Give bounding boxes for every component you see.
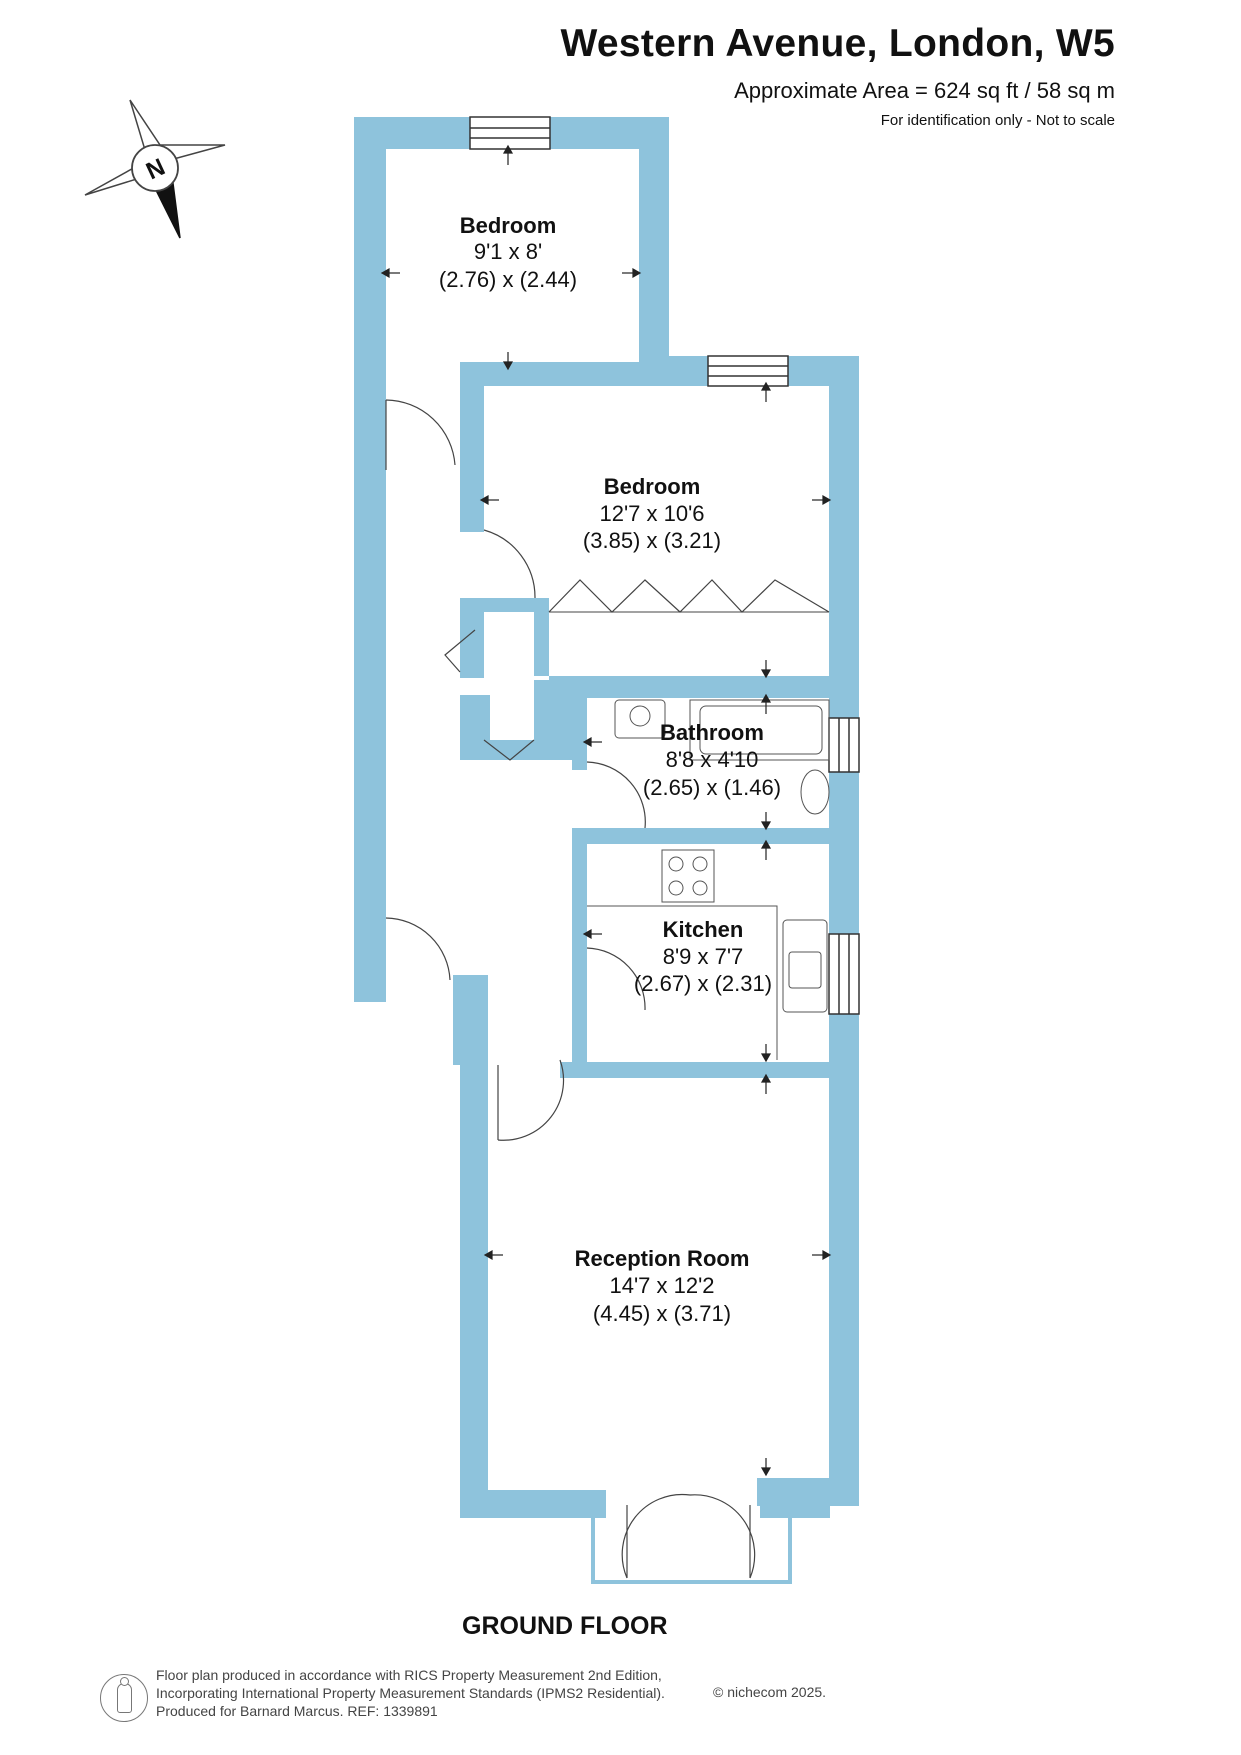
room-bedroom-1: Bedroom 9'1 x 8' (2.76) x (2.44) [439,213,577,292]
sink-icon [782,919,828,1013]
room-metric: (2.67) x (2.31) [634,971,772,996]
basin-icon [614,699,666,739]
room-reception: Reception Room 14'7 x 12'2 (4.45) x (3.7… [575,1246,750,1326]
room-bathroom: Bathroom 8'8 x 4'10 (2.65) x (1.46) [643,720,781,800]
bath-icon [689,699,830,761]
room-imperial: 14'7 x 12'2 [609,1273,714,1298]
room-name: Bathroom [660,720,764,745]
room-metric: (4.45) x (3.71) [593,1301,731,1326]
footer-line-2: Incorporating International Property Mea… [156,1685,665,1701]
doors [385,399,756,1579]
footer-line-1: Floor plan produced in accordance with R… [156,1667,662,1683]
room-metric: (2.76) x (2.44) [439,267,577,292]
plan-header: Western Avenue, London, W5 Approximate A… [560,22,1115,129]
floor-label: GROUND FLOOR [462,1612,668,1640]
toilet-icon [800,769,830,815]
footer-line-3: Produced for Barnard Marcus. REF: 133989… [156,1703,438,1719]
room-imperial: 9'1 x 8' [474,239,542,264]
room-bedroom-2: Bedroom 12'7 x 10'6 (3.85) x (3.21) [583,474,721,553]
dimension-arrows [380,144,832,1477]
bathroom-fixtures [614,699,830,815]
room-metric: (3.85) x (3.21) [583,528,721,553]
room-imperial: 8'9 x 7'7 [663,944,744,969]
room-name: Bedroom [460,213,557,238]
copyright-text: © nichecom 2025. [713,1684,827,1700]
footer-disclaimer: Floor plan produced in accordance with R… [156,1666,665,1720]
room-metric: (2.65) x (1.46) [643,775,781,800]
room-imperial: 12'7 x 10'6 [599,501,704,526]
hob-icon [661,849,715,903]
windows [469,116,860,1015]
room-name: Kitchen [663,917,744,942]
room-name: Reception Room [575,1246,750,1271]
walls [354,117,859,1518]
wardrobe-doors [548,579,830,613]
kitchen-fixtures [587,849,828,1060]
north-compass-icon: N [84,99,226,239]
room-kitchen: Kitchen 8'9 x 7'7 (2.67) x (2.31) [634,917,772,996]
bay-window-outline [591,1505,792,1584]
person-logo-icon [100,1674,148,1722]
identification-note: For identification only - Not to scale [880,112,1115,129]
plan-footer: Floor plan produced in accordance with R… [100,1666,900,1736]
room-name: Bedroom [604,474,701,499]
property-title: Western Avenue, London, W5 [560,22,1115,65]
approximate-area: Approximate Area = 624 sq ft / 58 sq m [734,78,1115,103]
room-imperial: 8'8 x 4'10 [666,747,759,772]
